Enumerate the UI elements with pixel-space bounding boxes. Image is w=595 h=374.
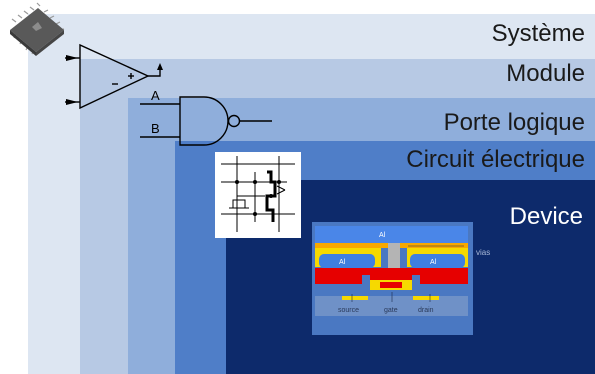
nand-gate-symbol (140, 96, 272, 146)
transistor-cross-section-drawing: Al Al Al source gate drain (312, 222, 473, 335)
drain-label: drain (418, 307, 434, 314)
gate-input-b-label: B (151, 121, 160, 136)
metal-top-label: Al (379, 232, 386, 239)
level-label-module: Module (506, 60, 585, 87)
gate-input-a-label: A (151, 88, 160, 103)
source-label: source (338, 307, 359, 314)
circuit-schematic-panel (215, 152, 301, 238)
metal-left-label: Al (339, 259, 346, 266)
vias-label: vias (476, 248, 491, 257)
gate-label: gate (384, 307, 398, 314)
level-label-circuit-electrique: Circuit électrique (406, 146, 585, 173)
chip-icon (10, 2, 65, 56)
metal-right-label: Al (430, 259, 437, 266)
level-label-porte-logique: Porte logique (443, 109, 585, 136)
level-label-device: Device (509, 203, 583, 230)
level-label-systeme: Système (491, 20, 585, 47)
circuit-schematic-drawing (221, 156, 295, 232)
amplifier-symbol (65, 43, 163, 110)
transistor-cross-section-panel: Al Al Al source gate drain (312, 222, 473, 335)
